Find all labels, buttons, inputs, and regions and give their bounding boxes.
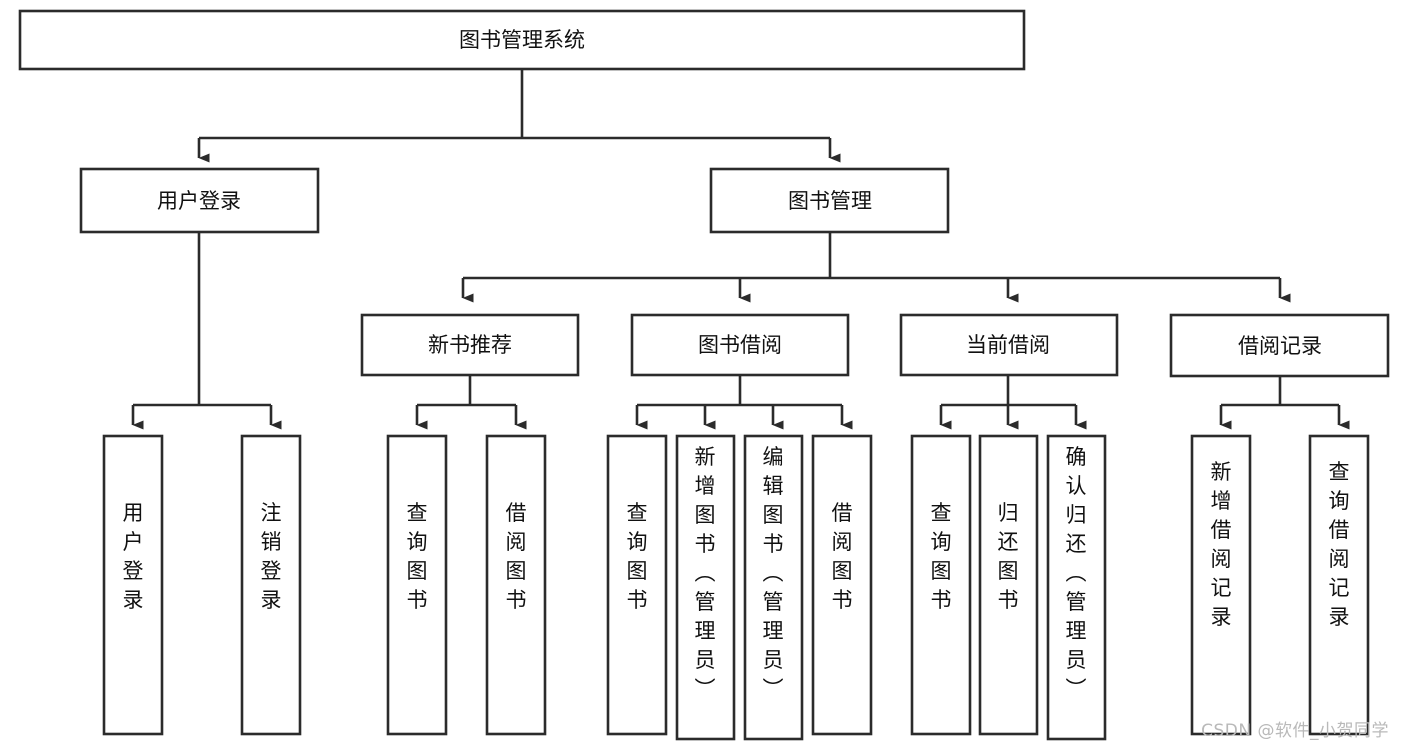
leaf-node-add-book[interactable]: 新增图书︵管理员︶ [675, 434, 736, 741]
leaf-user-logout-label: 注销登录 [261, 501, 282, 612]
leaf-query-record-box[interactable] [1308, 434, 1370, 736]
leaf-query-book-1-box[interactable] [386, 434, 448, 736]
leaf-node-user-logout[interactable]: 注销登录 [240, 434, 302, 736]
node-new-book-rec[interactable]: 新书推荐 [360, 313, 580, 377]
leaf-query-book-1-label: 查询图书 [407, 501, 428, 612]
leaf-node-return-book[interactable]: 归还图书 [978, 434, 1039, 736]
leaf-node-query-book-3[interactable]: 查询图书 [910, 434, 972, 736]
connector-group-book-manage [461, 232, 1291, 303]
leaf-query-book-2-label: 查询图书 [627, 501, 648, 612]
node-new-book-rec-box[interactable] [360, 313, 580, 377]
node-book-manage-label: 图书管理 [788, 189, 872, 213]
node-borrow-record[interactable]: 借阅记录 [1169, 313, 1390, 378]
leaf-node-add-record[interactable]: 新增借阅记录 [1190, 434, 1252, 736]
node-borrow-record-box[interactable] [1169, 313, 1390, 378]
node-book-borrow-label: 图书借阅 [698, 333, 782, 357]
leaf-borrow-book-1-box[interactable] [485, 434, 547, 736]
leaf-query-book-3-box[interactable] [910, 434, 972, 736]
node-user-login-label: 用户登录 [157, 189, 241, 213]
node-current-borrow-label: 当前借阅 [966, 333, 1050, 357]
leaf-node-borrow-book-2[interactable]: 借阅图书 [811, 434, 873, 736]
node-root-label: 图书管理系统 [459, 28, 585, 52]
node-book-manage-box[interactable] [709, 167, 950, 234]
node-current-borrow-box[interactable] [899, 313, 1119, 377]
leaf-add-book-label: 新增图书︵管理员︶ [695, 445, 716, 701]
leaf-query-book-3-label: 查询图书 [931, 501, 952, 612]
leaf-query-book-2-box[interactable] [606, 434, 668, 736]
leaf-edit-book-box[interactable] [743, 434, 804, 741]
connector-group-root [197, 69, 841, 163]
leaf-return-book-box[interactable] [978, 434, 1039, 736]
leaf-add-record-label: 新增借阅记录 [1211, 460, 1232, 629]
leaf-node-borrow-book-1[interactable]: 借阅图书 [485, 434, 547, 736]
leaf-add-book-box[interactable] [675, 434, 736, 741]
connector-group-current-borrow [939, 375, 1087, 430]
leaf-node-edit-book[interactable]: 编辑图书︵管理员︶ [743, 434, 804, 741]
leaf-user-login-box[interactable] [102, 434, 164, 736]
leaf-borrow-book-2-box[interactable] [811, 434, 873, 736]
leaf-add-record-box[interactable] [1190, 434, 1252, 736]
leaf-edit-book-label: 编辑图书︵管理员︶ [763, 445, 784, 701]
node-new-book-rec-label: 新书推荐 [428, 333, 512, 357]
leaf-borrow-book-2-label: 借阅图书 [832, 501, 853, 612]
node-book-borrow-box[interactable] [630, 313, 850, 377]
leaf-query-record-label: 查询借阅记录 [1329, 460, 1350, 629]
connector-group-user-login [131, 232, 282, 430]
leaf-user-logout-box[interactable] [240, 434, 302, 736]
node-borrow-record-label: 借阅记录 [1238, 334, 1322, 358]
node-user-login-box[interactable] [79, 167, 320, 234]
connector-group-borrow-record [1219, 376, 1350, 430]
node-user-login[interactable]: 用户登录 [79, 167, 320, 234]
node-book-borrow[interactable]: 图书借阅 [630, 313, 850, 377]
leaf-node-query-book-1[interactable]: 查询图书 [386, 434, 448, 736]
node-book-manage[interactable]: 图书管理 [709, 167, 950, 234]
leaf-borrow-book-1-label: 借阅图书 [506, 501, 527, 612]
node-current-borrow[interactable]: 当前借阅 [899, 313, 1119, 377]
node-root-box[interactable] [18, 9, 1026, 71]
connector-group-book-borrow [635, 375, 853, 430]
leaf-user-login-label: 用户登录 [123, 501, 144, 612]
leaf-node-confirm-return[interactable]: 确认归还︵管理员︶ [1046, 434, 1107, 741]
leaf-confirm-return-box[interactable] [1046, 434, 1107, 741]
leaf-node-query-record[interactable]: 查询借阅记录 [1308, 434, 1370, 736]
connector-group-new-book-rec [415, 375, 527, 430]
leaf-node-query-book-2[interactable]: 查询图书 [606, 434, 668, 736]
leaf-node-user-login[interactable]: 用户登录 [102, 434, 164, 736]
leaf-return-book-label: 归还图书 [998, 501, 1019, 612]
leaf-confirm-return-label: 确认归还︵管理员︶ [1066, 445, 1087, 701]
node-root[interactable]: 图书管理系统 [18, 9, 1026, 71]
